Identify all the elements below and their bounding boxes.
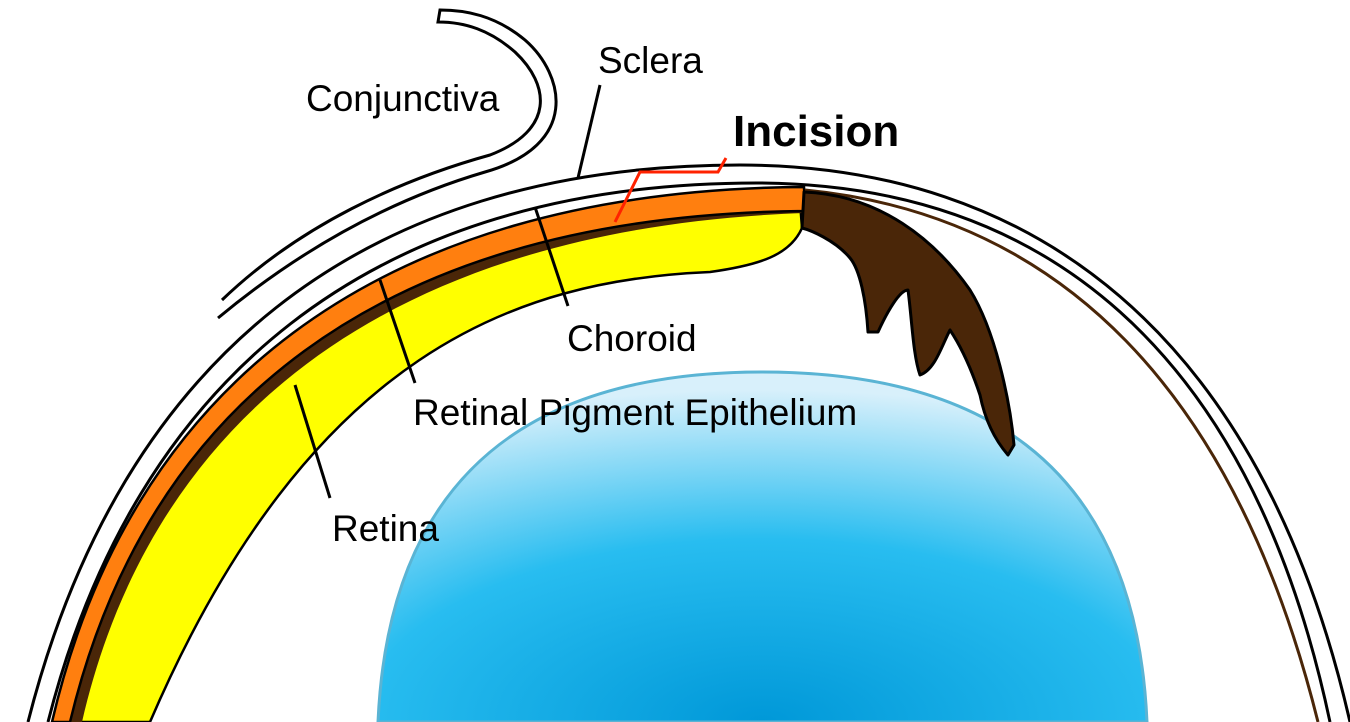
sclera-label: Sclera bbox=[598, 40, 703, 81]
conjunctiva-label: Conjunctiva bbox=[306, 78, 500, 119]
sclera-outer-line bbox=[26, 163, 1350, 722]
retinal-pigment-epithelium-label: Retinal Pigment Epithelium bbox=[413, 392, 857, 433]
choroid-label: Choroid bbox=[567, 318, 697, 359]
incision-marker bbox=[613, 157, 728, 223]
ciliary-body bbox=[800, 190, 1016, 457]
retina-leader bbox=[293, 384, 332, 499]
lens-body bbox=[376, 370, 1149, 722]
incision-label: Incision bbox=[733, 107, 899, 156]
choroid-leader bbox=[533, 206, 570, 307]
retina-label: Retina bbox=[332, 508, 439, 549]
sclera-inner-line bbox=[46, 181, 1332, 722]
rpe-leader bbox=[378, 279, 417, 384]
conjunctiva-outer bbox=[217, 8, 558, 320]
sclera-leader bbox=[576, 84, 602, 179]
choroid-thin-line bbox=[804, 188, 1320, 722]
